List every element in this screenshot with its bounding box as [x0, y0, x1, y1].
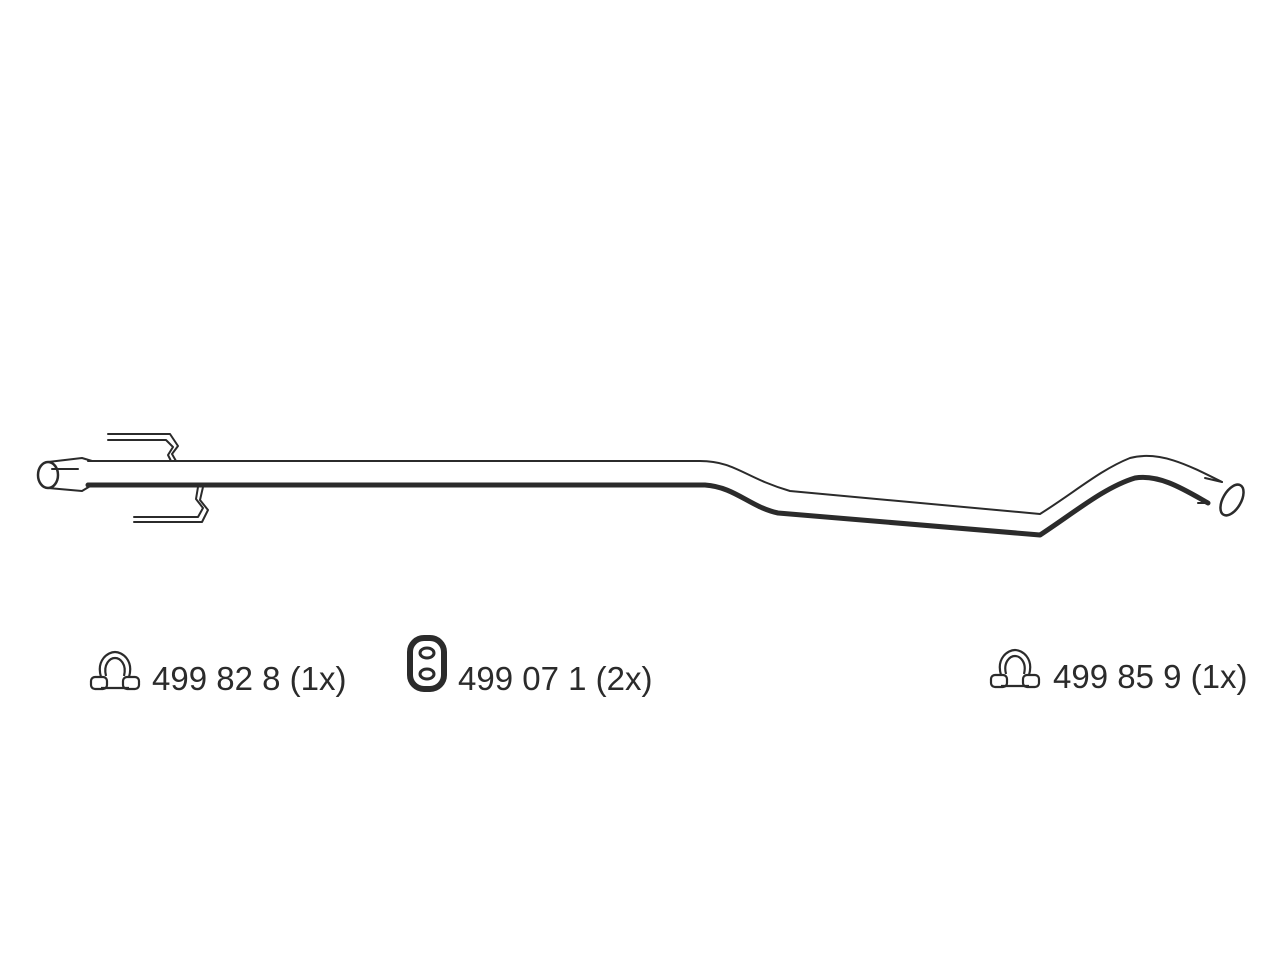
rubber-mount-icon: [407, 635, 447, 692]
clamp-icon: [989, 648, 1041, 689]
pipe-upper-edge: [87, 454, 1223, 515]
clamp-icon: [89, 650, 141, 691]
hanger-bracket-lower: [133, 486, 209, 523]
exhaust-pipe: [36, 433, 1245, 538]
part-label-clamp-2: 499 85 9 (1x): [1053, 658, 1248, 695]
pipe-right-end-ring: [1197, 477, 1223, 504]
hanger-bracket-upper: [107, 433, 179, 462]
pipe-lower-edge: [85, 474, 1211, 538]
pipe-right-opening: [1219, 483, 1245, 517]
part-label-rubber-mount: 499 07 1 (2x): [458, 660, 653, 697]
part-label-clamp-1: 499 82 8 (1x): [152, 660, 347, 697]
pipe-left-socket: [47, 457, 93, 492]
pipe-left-opening: [36, 460, 60, 490]
